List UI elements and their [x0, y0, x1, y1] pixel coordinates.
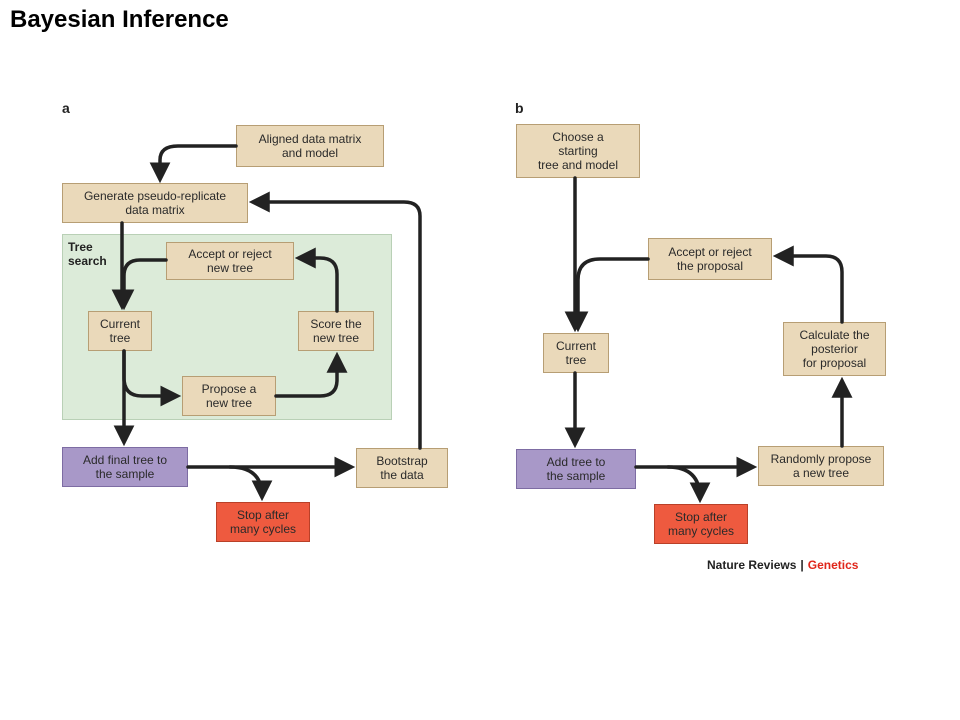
panel-b-letter: b: [515, 100, 524, 116]
aligned-data-matrix-box: Aligned data matrix and model: [236, 125, 384, 167]
arrow-score-to-accept: [294, 247, 339, 313]
current-tree-box-b: Current tree: [543, 333, 609, 373]
panel-a-letter: a: [62, 100, 70, 116]
arrow-accept-to-current: [113, 258, 168, 311]
arrow-bootstrap-to-generate: [248, 191, 422, 450]
score-new-tree-box: Score the new tree: [298, 311, 374, 351]
slide-title: Bayesian Inference: [10, 6, 229, 33]
arrow-propose-to-score: [274, 351, 348, 398]
credit-section: Genetics: [807, 558, 859, 572]
calculate-posterior-box: Calculate the posterior for proposal: [783, 322, 886, 376]
accept-reject-proposal-box: Accept or reject the proposal: [648, 238, 772, 280]
choose-starting-tree-box: Choose a starting tree and model: [516, 124, 640, 178]
bootstrap-data-box: Bootstrap the data: [356, 448, 448, 488]
arrow-aligned-to-generate: [149, 144, 238, 184]
stop-after-cycles-box-b: Stop after many cycles: [654, 504, 748, 544]
arrow-addfinal-to-stop: [228, 465, 273, 502]
arrow-addtree-to-stop: [666, 465, 711, 504]
credit-separator: |: [800, 558, 804, 572]
arrow-calculate-to-accept: [772, 245, 844, 324]
randomly-propose-box: Randomly propose a new tree: [758, 446, 884, 486]
arrow-current-to-propose: [122, 349, 182, 407]
add-final-tree-box: Add final tree to the sample: [62, 447, 188, 487]
credit-journal: Nature Reviews: [707, 558, 797, 572]
stop-after-cycles-box-a: Stop after many cycles: [216, 502, 310, 542]
arrow-accept-to-current-b: [567, 257, 650, 333]
journal-credit: Nature Reviews|Genetics: [707, 558, 858, 572]
tree-search-label: Tree search: [68, 240, 107, 268]
generate-pseudo-replicate-box: Generate pseudo-replicate data matrix: [62, 183, 248, 223]
current-tree-box-a: Current tree: [88, 311, 152, 351]
add-tree-sample-box: Add tree to the sample: [516, 449, 636, 489]
